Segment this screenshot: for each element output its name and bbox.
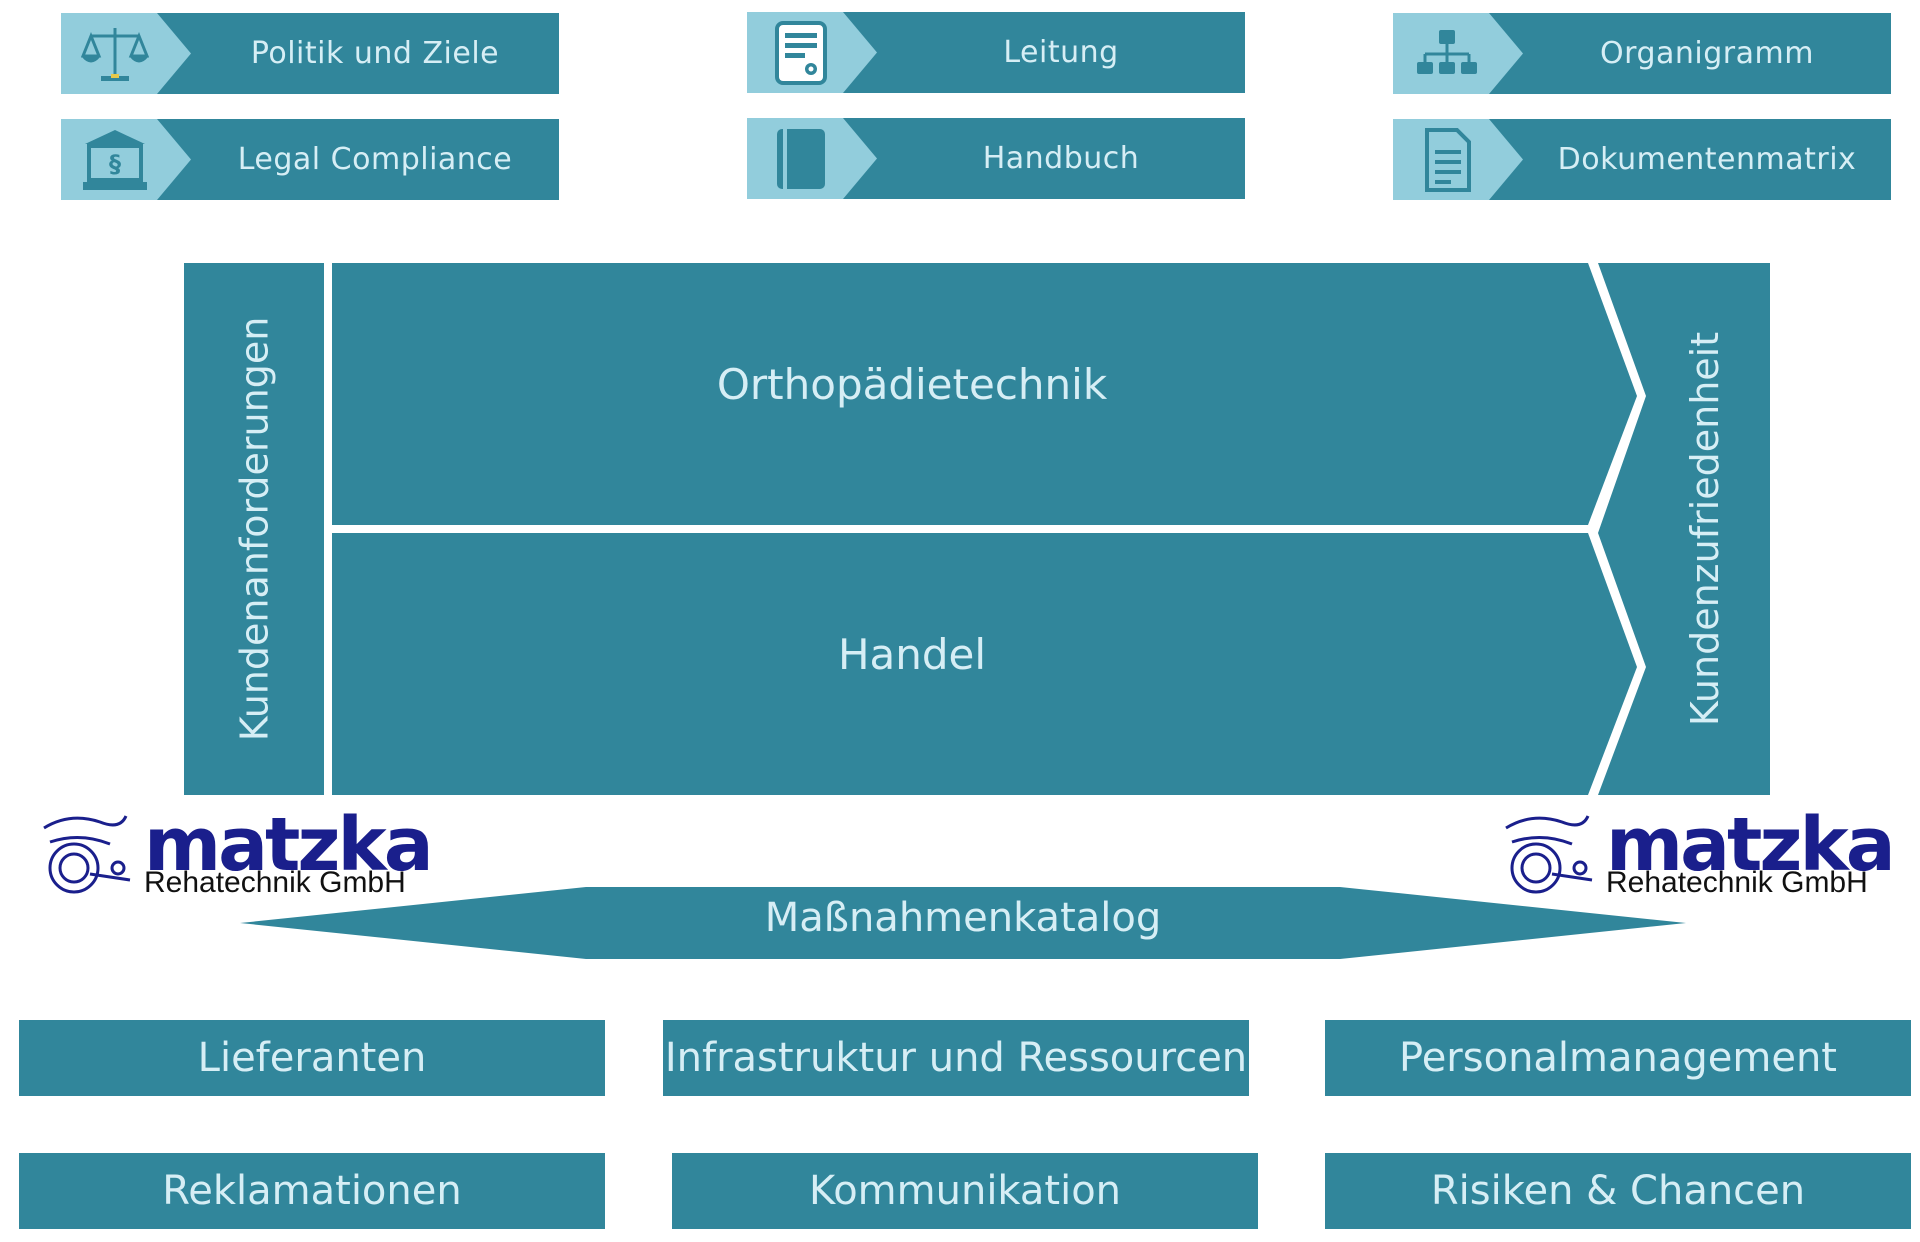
nav-handbuch[interactable]: Handbuch <box>747 118 1245 199</box>
nav-label: Leitung <box>1003 35 1119 70</box>
customer-satisfaction-bar <box>1598 263 1770 795</box>
logo-subtitle: Rehatechnik GmbH <box>1606 866 1868 899</box>
support-infrastructure[interactable]: Infrastruktur und Ressourcen <box>663 1020 1249 1096</box>
support-suppliers[interactable]: Lieferanten <box>19 1020 605 1096</box>
support-complaints[interactable]: Reklamationen <box>19 1153 605 1229</box>
right-label-wrap: Kundenzufriedenheit <box>1640 263 1770 795</box>
customer-satisfaction-label: Kundenzufriedenheit <box>1683 331 1727 727</box>
process-arrow-trade[interactable] <box>332 533 1637 795</box>
process-orthopaedics-label: Orthopädietechnik <box>716 360 1108 409</box>
customer-requirements-bar <box>184 263 324 795</box>
scales-icon <box>81 28 149 81</box>
nav-label: Legal Compliance <box>237 142 513 177</box>
courthouse-icon: § <box>83 130 147 190</box>
support-personnel[interactable]: Personalmanagement <box>1325 1020 1911 1096</box>
logo-subtitle: Rehatechnik GmbH <box>144 866 406 899</box>
book-icon <box>777 129 825 189</box>
process-arrow-orthopaedics[interactable] <box>332 263 1637 525</box>
nav-organigramm[interactable]: Organigramm <box>1393 13 1891 94</box>
logo-name: matzka <box>1606 802 1896 888</box>
nav-label: Politik und Ziele <box>250 36 500 71</box>
measures-catalog-shape[interactable] <box>240 887 1686 959</box>
nav-dokumentenmatrix[interactable]: Dokumentenmatrix <box>1393 119 1891 200</box>
company-logo-left: matzka Rehatechnik GmbH <box>30 802 450 908</box>
company-logo-right: matzka Rehatechnik GmbH <box>1492 802 1912 908</box>
certificate-icon <box>775 21 827 85</box>
nav-leitung[interactable]: Leitung <box>747 12 1245 93</box>
core-process-diagram <box>184 263 1770 795</box>
support-risks-chances[interactable]: Risiken & Chancen <box>1325 1153 1911 1229</box>
nav-label: Handbuch <box>982 141 1140 176</box>
support-communication[interactable]: Kommunikation <box>672 1153 1258 1229</box>
logo-name: matzka <box>144 802 434 888</box>
process-trade-label: Handel <box>837 630 987 679</box>
org-chart-icon <box>1417 30 1477 74</box>
nav-legal-compliance[interactable]: § Legal Compliance <box>61 119 559 200</box>
customer-requirements-label: Kundenanforderungen <box>232 316 277 742</box>
document-icon <box>1425 128 1471 192</box>
nav-label: Dokumentenmatrix <box>1557 142 1857 177</box>
left-label-wrap: Kundenanforderungen <box>184 263 324 795</box>
svg-text:§: § <box>109 150 121 178</box>
nav-label: Organigramm <box>1600 36 1814 71</box>
wheelchair-logo-icon <box>43 815 131 894</box>
nav-politik-und-ziele[interactable]: Politik und Ziele <box>61 13 559 94</box>
measures-catalog-label: Maßnahmenkatalog <box>764 895 1162 941</box>
wheelchair-logo-icon <box>1505 815 1593 894</box>
